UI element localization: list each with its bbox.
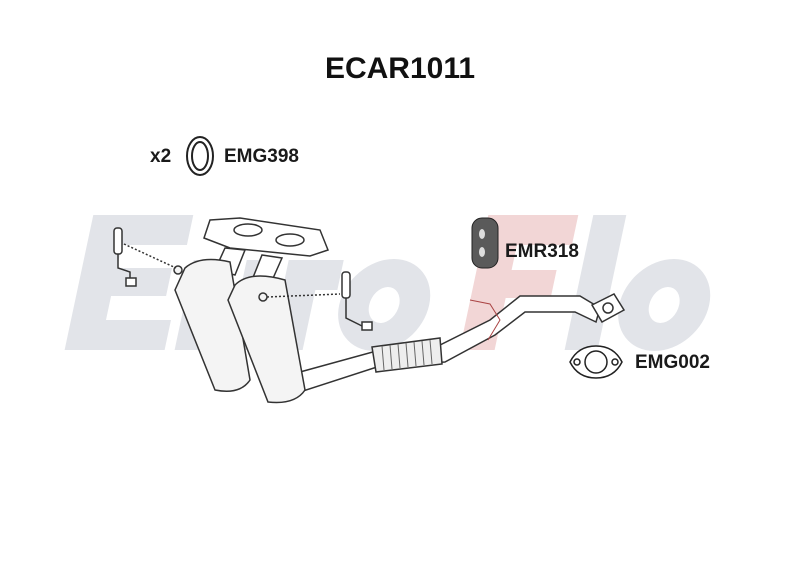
quantity-label: x2 xyxy=(150,146,172,167)
part-code-emg002: EMG002 xyxy=(635,352,710,373)
page-title: ECAR1011 xyxy=(324,52,476,85)
euroflo-watermark-logo xyxy=(64,215,711,351)
oxygen-sensor xyxy=(113,227,373,331)
part-code-emg398: EMG398 xyxy=(224,146,299,167)
manifold-flange xyxy=(203,217,329,257)
flange-gasket-icon xyxy=(569,345,623,379)
rubber-mount-icon xyxy=(471,217,499,269)
o-ring-gasket-icon xyxy=(186,136,214,176)
catalytic-converter xyxy=(173,247,306,404)
exhaust-pipe xyxy=(299,293,626,394)
part-code-emr318: EMR318 xyxy=(505,241,579,262)
